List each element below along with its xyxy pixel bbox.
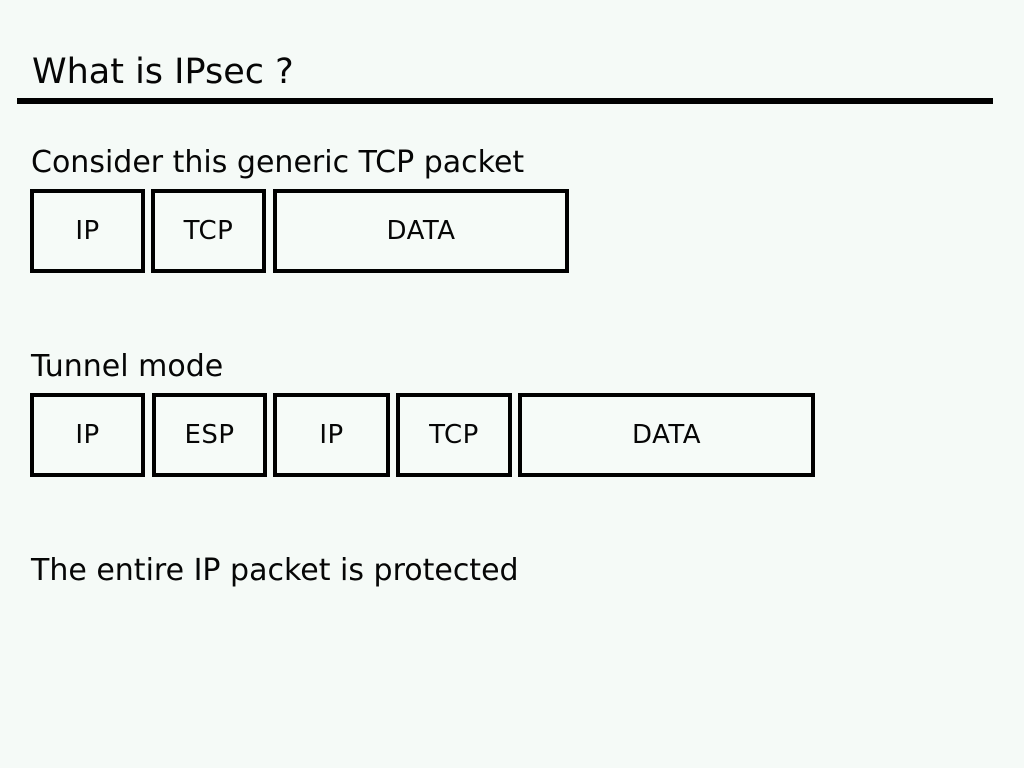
- tunnel-packet-inner-ip-box: IP: [273, 393, 390, 477]
- tunnel-packet-esp-box: ESP: [152, 393, 267, 477]
- generic-packet-ip-box: IP: [30, 189, 145, 273]
- generic-packet-caption: Consider this generic TCP packet: [31, 145, 525, 180]
- generic-packet-data-box: DATA: [273, 189, 569, 273]
- tunnel-packet-data-box: DATA: [518, 393, 815, 477]
- tunnel-packet-outer-ip-box: IP: [30, 393, 145, 477]
- generic-packet-tcp-box: TCP: [151, 189, 266, 273]
- tunnel-mode-caption: Tunnel mode: [31, 349, 224, 384]
- footer-caption: The entire IP packet is protected: [31, 553, 519, 588]
- page-title: What is IPsec ?: [32, 52, 294, 92]
- title-underline-rule: [17, 98, 993, 104]
- tunnel-packet-tcp-box: TCP: [396, 393, 512, 477]
